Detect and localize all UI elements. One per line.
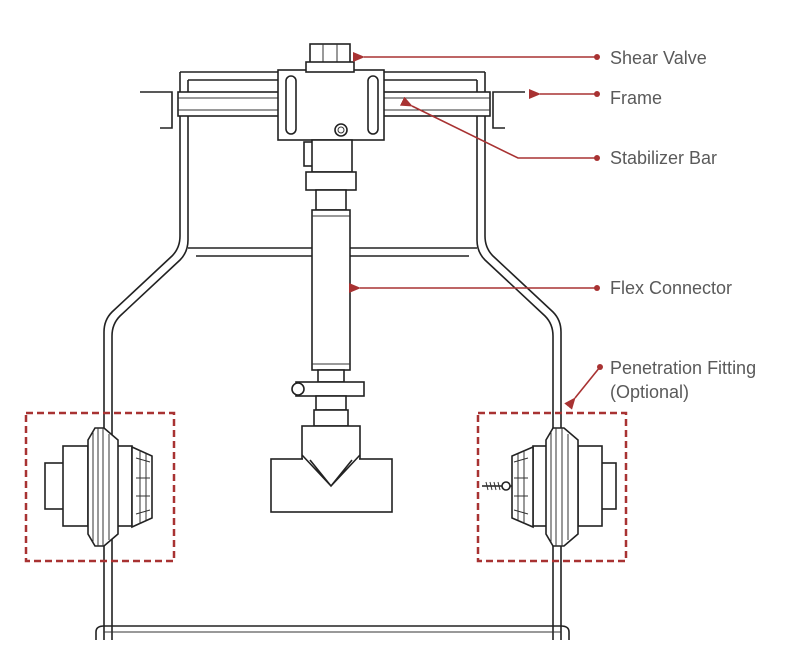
tee-fitting [270, 425, 393, 513]
label-frame: Frame [610, 88, 662, 108]
callout-penetration-fitting [564, 366, 601, 410]
label-penetration-fitting: Penetration Fitting [610, 358, 756, 378]
penetration-fitting-right [482, 427, 617, 547]
highlight-box-right [476, 411, 628, 563]
label-flex-connector: Flex Connector [610, 278, 732, 298]
label-optional: (Optional) [610, 382, 689, 402]
penetration-fitting-left [44, 427, 153, 547]
callout-dot [597, 364, 603, 370]
flex-connector [291, 209, 365, 427]
callout-dot [594, 285, 600, 291]
callout-dot [594, 54, 600, 60]
label-shear-valve: Shear Valve [610, 48, 707, 68]
label-stabilizer-bar: Stabilizer Bar [610, 148, 717, 168]
shear-valve [277, 43, 385, 211]
highlight-box-left [24, 411, 176, 563]
callout-stabilizer-bar [399, 96, 597, 159]
callout-dot [594, 91, 600, 97]
callout-dot [594, 155, 600, 161]
